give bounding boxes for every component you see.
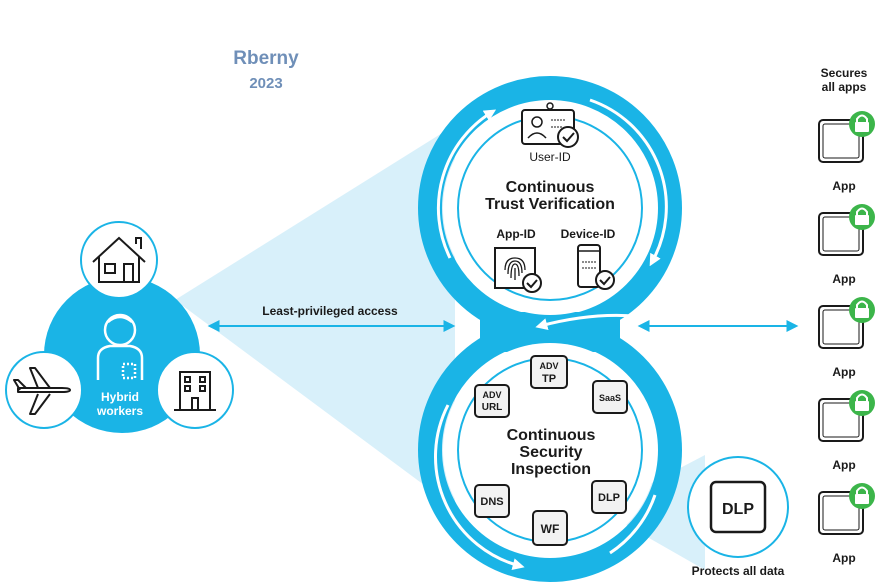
device-id-label: Device-ID xyxy=(561,227,616,241)
app-tile: App xyxy=(818,483,875,565)
user-id-icon xyxy=(521,102,579,148)
user-id-label: User-ID xyxy=(529,150,571,164)
lock-icon xyxy=(849,297,875,323)
module-dlp: DLP xyxy=(591,480,627,514)
device-phone-icon xyxy=(577,244,615,290)
trust-title-line2: Trust Verification xyxy=(485,196,615,213)
module-adv-url-line1: ADV xyxy=(482,390,501,400)
inspection-title-line2: Security xyxy=(519,444,582,461)
access-label: Least-privileged access xyxy=(262,304,398,318)
module-adv-url-line2: URL xyxy=(482,402,503,413)
app-label: App xyxy=(832,272,855,286)
airplane-icon xyxy=(13,367,71,415)
watermark-name: Rberny xyxy=(233,48,299,69)
hybrid-workers-group: Hybrid workers xyxy=(5,221,234,433)
module-adv-url: ADV URL xyxy=(474,384,510,418)
watermark-year: 2023 xyxy=(249,75,282,92)
app-label: App xyxy=(832,179,855,193)
app-tile: App xyxy=(818,111,875,193)
app-label: App xyxy=(832,365,855,379)
apps-header-line2: all apps xyxy=(822,80,867,94)
module-dns-label: DNS xyxy=(480,496,503,508)
module-adv-tp: ADV TP xyxy=(530,355,568,389)
trust-title-line1: Continuous xyxy=(506,179,595,196)
app-tile: App xyxy=(818,390,875,472)
app-tile: App xyxy=(818,204,875,286)
app-id-label: App-ID xyxy=(496,227,536,241)
flow-arrow-bottom-left xyxy=(434,404,525,570)
inspection-title-line3: Inspection xyxy=(511,461,591,478)
dlp-callout: DLP xyxy=(687,456,789,558)
module-dlp-label: DLP xyxy=(598,492,620,504)
module-wf-label: WF xyxy=(541,522,560,536)
module-adv-tp-line1: ADV xyxy=(539,361,558,371)
lock-icon xyxy=(849,111,875,137)
lock-icon xyxy=(849,483,875,509)
module-adv-tp-line2: TP xyxy=(542,373,556,385)
module-wf: WF xyxy=(532,510,568,546)
module-saas: SaaS xyxy=(592,380,628,414)
apps-header-line1: Secures xyxy=(821,66,868,80)
module-saas-label: SaaS xyxy=(599,393,621,403)
dlp-callout-caption: Protects all data xyxy=(692,564,785,578)
hybrid-label-line2: workers xyxy=(96,404,143,418)
app-tile: App xyxy=(818,297,875,379)
app-label: App xyxy=(832,551,855,565)
dlp-callout-badge: DLP xyxy=(722,501,754,518)
connector-cone xyxy=(175,125,455,508)
hybrid-label-line1: Hybrid xyxy=(101,390,139,404)
inspection-title-line1: Continuous xyxy=(507,427,596,444)
flow-arrow-bottom-right xyxy=(609,494,657,555)
flow-arrow-top-right xyxy=(589,98,668,267)
app-label: App xyxy=(832,458,855,472)
lock-icon xyxy=(849,390,875,416)
flow-arrow-cross-top xyxy=(535,313,653,330)
lock-icon xyxy=(849,204,875,230)
flow-arrow-top-left xyxy=(436,109,497,259)
worker-person-icon xyxy=(96,313,144,380)
fingerprint-icon xyxy=(494,247,542,293)
office-building-icon xyxy=(174,371,216,411)
home-icon xyxy=(92,236,146,283)
module-dns: DNS xyxy=(474,484,510,518)
